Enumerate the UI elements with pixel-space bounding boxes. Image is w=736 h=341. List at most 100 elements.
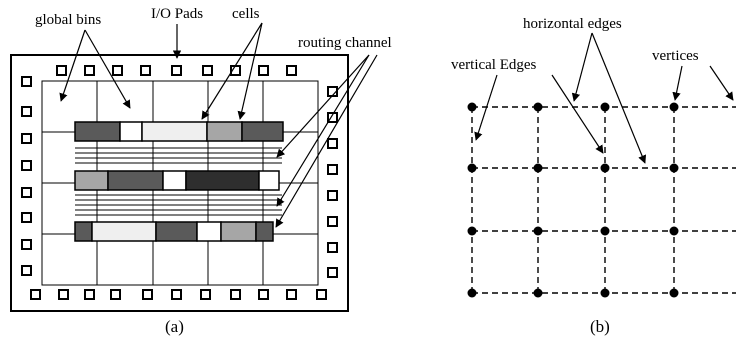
figure-b-routing-graph: horizontal edges vertical Edges vertices…	[451, 16, 736, 336]
cell	[74, 170, 109, 191]
io-pad	[112, 65, 123, 76]
vertical-edges	[471, 107, 675, 293]
arrow-cells-1	[201, 22, 263, 120]
cell-row-1	[74, 121, 284, 142]
cell	[74, 121, 121, 142]
io-pad	[21, 106, 32, 117]
vertex	[467, 163, 477, 173]
io-pad	[230, 289, 241, 300]
io-pad	[142, 289, 153, 300]
io-pad	[327, 267, 338, 278]
caption-a: (a)	[165, 317, 184, 336]
io-pad	[286, 65, 297, 76]
io-pad	[30, 289, 41, 300]
arrow-horizontal-edges-1	[571, 32, 593, 102]
vertex	[600, 226, 610, 236]
io-pad	[21, 239, 32, 250]
arrow-routing-1	[276, 54, 370, 158]
arrow-vertical-edges-1	[474, 74, 498, 141]
io-pad	[200, 289, 211, 300]
cell	[206, 121, 243, 142]
arrow-global-bins-1	[59, 29, 86, 102]
io-pad	[58, 289, 69, 300]
io-pad	[84, 65, 95, 76]
arrow-vertical-edges-2	[551, 74, 604, 154]
cell	[196, 221, 222, 242]
io-pad	[327, 216, 338, 227]
io-pad	[171, 289, 182, 300]
io-pad	[56, 65, 67, 76]
cell	[91, 221, 157, 242]
io-pad	[327, 164, 338, 175]
io-pad	[21, 212, 32, 223]
io-pad	[286, 289, 297, 300]
io-pad	[327, 242, 338, 253]
vertex	[600, 163, 610, 173]
vertex	[669, 163, 679, 173]
vertex	[600, 102, 610, 112]
vertex	[533, 163, 543, 173]
vertex	[669, 102, 679, 112]
io-pad	[84, 289, 95, 300]
io-pad	[21, 133, 32, 144]
io-pad	[258, 65, 269, 76]
label-routing-channel: routing channel	[298, 35, 392, 51]
cell	[220, 221, 257, 242]
arrow-cells-2	[237, 22, 263, 120]
vertices	[467, 102, 679, 298]
label-vertical-edges: vertical Edges	[451, 57, 537, 73]
io-pad	[110, 289, 121, 300]
arrow-global-bins-2	[84, 29, 131, 109]
vertex	[533, 288, 543, 298]
io-pad	[21, 265, 32, 276]
vertex	[533, 102, 543, 112]
io-pad	[202, 65, 213, 76]
cell	[241, 121, 284, 142]
io-pads-bottom	[30, 289, 327, 300]
arrow-horizontal-edges-2	[591, 32, 647, 164]
cell-row-2	[74, 170, 280, 191]
cell	[74, 221, 93, 242]
io-pad	[327, 112, 338, 123]
cell	[141, 121, 208, 142]
vertex	[669, 288, 679, 298]
cell	[107, 170, 164, 191]
vertex	[669, 226, 679, 236]
vertex	[467, 102, 477, 112]
io-pads-left	[21, 76, 32, 276]
cell	[155, 221, 198, 242]
label-global-bins: global bins	[35, 12, 101, 28]
io-pad	[327, 190, 338, 201]
cell-row-3	[74, 221, 274, 242]
figure-b-arrows	[474, 32, 734, 164]
label-vertices: vertices	[652, 48, 699, 64]
horizontal-edges	[472, 106, 736, 294]
label-horizontal-edges: horizontal edges	[523, 16, 622, 32]
arrow-routing-2	[276, 54, 370, 207]
cell	[119, 121, 143, 142]
io-pad	[21, 76, 32, 87]
cell	[162, 170, 187, 191]
io-pad	[316, 289, 327, 300]
routing-channel-tracks	[75, 147, 282, 216]
io-pad	[258, 289, 269, 300]
io-pad	[21, 187, 32, 198]
figure-a-arrows	[59, 22, 378, 228]
io-pads-top	[56, 65, 297, 76]
vertex	[600, 288, 610, 298]
cell	[258, 170, 280, 191]
vertex	[467, 226, 477, 236]
arrow-vertices-1	[672, 65, 683, 101]
figure-a-chip-layout: global bins I/O Pads cells routing chann…	[10, 6, 392, 336]
caption-b: (b)	[590, 317, 610, 336]
arrow-vertices-2	[709, 65, 734, 101]
io-pad	[327, 138, 338, 149]
label-io-pads: I/O Pads	[151, 6, 203, 22]
io-pad	[171, 65, 182, 76]
io-pad	[21, 160, 32, 171]
label-cells: cells	[232, 6, 260, 22]
arrow-routing-3	[275, 54, 378, 228]
cell	[255, 221, 274, 242]
vertex	[533, 226, 543, 236]
